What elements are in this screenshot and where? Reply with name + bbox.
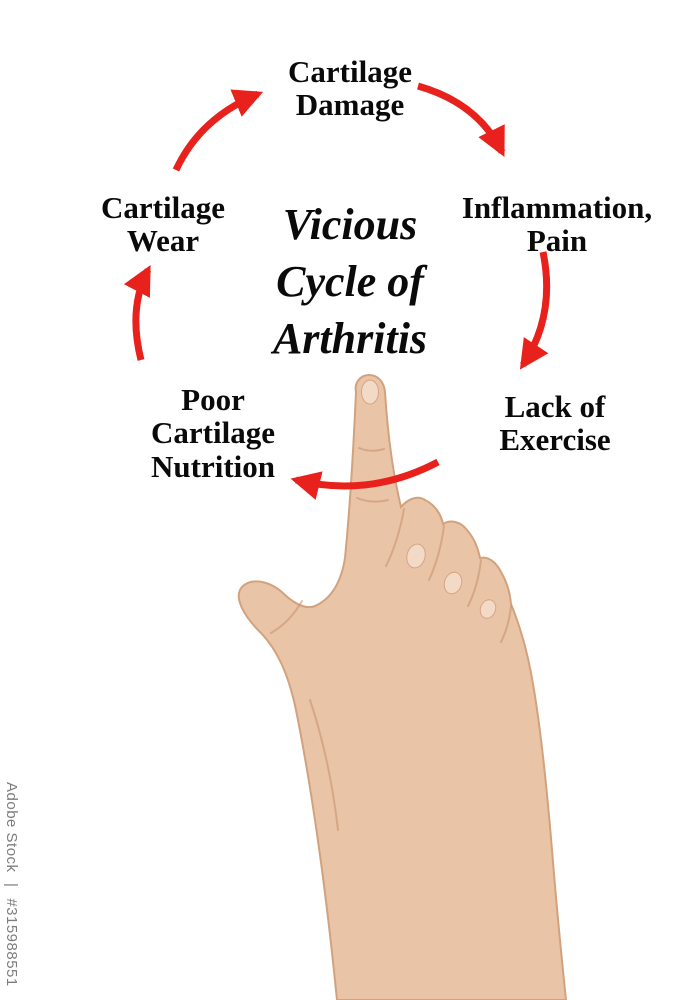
node-label-line: Cartilage <box>101 190 225 225</box>
stock-watermark: Adobe Stock | #315988551 <box>3 782 20 987</box>
stock-watermark-id: #315988551 <box>3 898 20 987</box>
middle-fingernail <box>406 543 426 569</box>
ring-finger-fold <box>428 525 445 581</box>
node-label-line: Damage <box>295 87 405 123</box>
node-label-line: Cartilage <box>151 415 275 451</box>
diagram-title: Vicious Cycle of Arthritis <box>185 196 515 368</box>
wrist-shading <box>309 699 339 831</box>
stock-watermark-separator: | <box>3 883 20 888</box>
diagram-title-line: Arthritis <box>272 314 428 364</box>
middle-finger-fold <box>385 508 405 567</box>
node-label-line: Lack of <box>504 389 606 424</box>
node-lack-of-exercise: Lack of Exercise <box>430 390 680 457</box>
diagram-title-line: Cycle of <box>276 257 424 307</box>
node-label-line: Exercise <box>499 422 611 458</box>
pinky-fingernail <box>479 599 497 619</box>
node-label-line: Cartilage <box>288 54 412 89</box>
node-poor-cartilage-nutrition: Poor Cartilage Nutrition <box>88 382 338 484</box>
node-label-line: Poor <box>181 382 245 417</box>
pinky-finger-fold <box>467 559 482 607</box>
pinky-edge-fold <box>500 605 512 643</box>
ring-fingernail <box>443 571 463 595</box>
node-label-line: Inflammation, <box>461 190 653 225</box>
node-label-line: Wear <box>126 223 200 259</box>
index-knuckle-crease <box>356 497 389 503</box>
stock-watermark-brand: Adobe Stock <box>3 782 20 873</box>
thumb-crease <box>270 600 303 634</box>
index-crease <box>358 447 385 452</box>
node-label-line: Nutrition <box>151 448 275 484</box>
index-fingernail <box>361 379 379 405</box>
hand-silhouette <box>237 373 568 1000</box>
node-cartilage-damage: Cartilage Damage <box>190 55 510 122</box>
node-cartilage-wear: Cartilage Wear <box>58 191 268 258</box>
diagram-title-line: Vicious <box>282 200 418 249</box>
node-inflammation-pain: Inflammation, Pain <box>425 191 689 258</box>
